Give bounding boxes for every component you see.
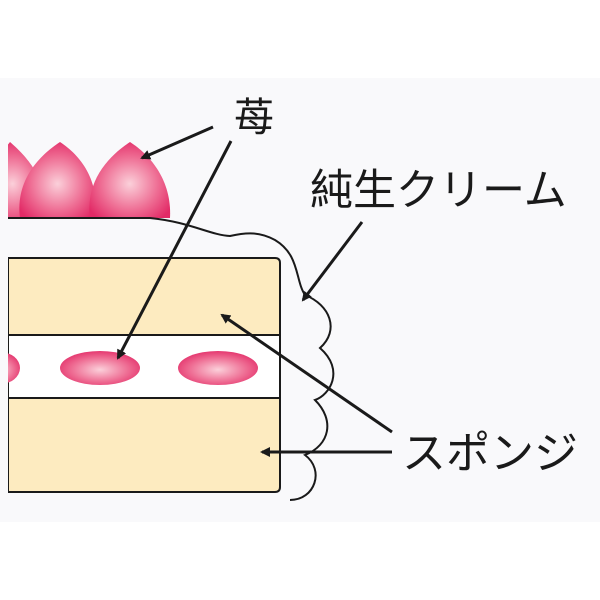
strawberry-top	[19, 142, 96, 218]
arrow-strawberry-top	[140, 125, 214, 160]
strawberry-slice	[8, 353, 20, 383]
arrow-strawberry-slice	[116, 140, 233, 360]
label-strawberry: 苺	[234, 95, 274, 141]
strawberry-top	[89, 142, 171, 218]
sponge-top-layer	[8, 257, 281, 336]
strawberry-slice	[178, 351, 258, 385]
arrow-cream	[301, 221, 364, 302]
label-fresh-cream: 純生クリーム	[310, 166, 567, 216]
sponge-bottom-layer	[8, 397, 281, 493]
arrow-sponge-top	[220, 313, 393, 434]
label-sponge: スポンジ	[402, 428, 578, 479]
cream-outline	[8, 217, 335, 501]
strawberry-slice	[60, 351, 140, 385]
